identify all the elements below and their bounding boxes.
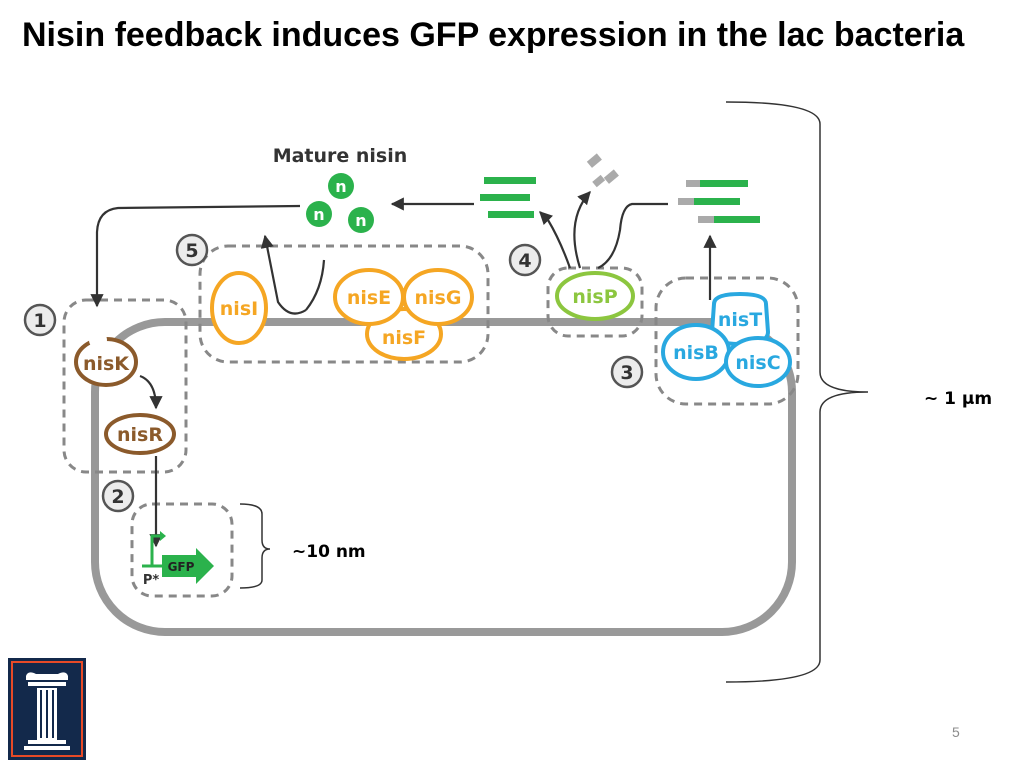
promoter-label: P* xyxy=(143,573,160,588)
group-box-nisK-nisR xyxy=(62,298,188,474)
scale-label-large: ~ 1 µm xyxy=(924,389,992,409)
arrow-nisK-to-nisR xyxy=(139,374,163,410)
step-3-badge: 3 xyxy=(610,355,644,389)
svg-text:nisI: nisI xyxy=(220,298,258,320)
svg-text:nisG: nisG xyxy=(415,287,462,309)
protein-nisP: nisP xyxy=(555,271,635,321)
svg-text:nisC: nisC xyxy=(735,352,780,374)
gfp-reporter: GFP P* xyxy=(142,531,214,588)
line-loop-right xyxy=(305,259,326,311)
svg-text:nisR: nisR xyxy=(117,424,163,446)
arrow-nisP-to-bars xyxy=(539,211,572,269)
svg-text:n: n xyxy=(335,177,346,196)
prenisin-bars xyxy=(678,180,760,223)
group-box-gfp xyxy=(130,502,234,598)
protein-nisE: nisE xyxy=(333,268,405,326)
leader-peptide-fragments xyxy=(586,153,619,188)
university-column-logo xyxy=(8,658,86,760)
gfp-label: GFP xyxy=(168,560,195,574)
svg-text:nisT: nisT xyxy=(718,309,762,331)
group-box-nisP xyxy=(546,266,644,338)
protein-nisG: nisG xyxy=(402,268,474,326)
protein-nisR: nisR xyxy=(104,413,176,455)
bracket-small xyxy=(239,503,271,589)
step-5-badge: 5 xyxy=(175,233,209,267)
protein-nisB: nisB xyxy=(661,323,731,381)
arrow-nisP-to-leader xyxy=(573,191,591,269)
step-2-number: 2 xyxy=(111,486,124,508)
step-4-number: 4 xyxy=(518,250,531,272)
svg-text:n: n xyxy=(355,211,366,230)
nisin-molecule: n xyxy=(328,173,354,199)
protein-nisK: nisK xyxy=(74,331,138,387)
arrow-nisEFG-loop xyxy=(260,234,307,315)
bracket-large xyxy=(725,101,869,683)
page-number: 5 xyxy=(952,724,960,740)
step-4-badge: 4 xyxy=(508,243,542,277)
arrow-nisin-to-nisK xyxy=(90,204,301,308)
nisin-molecule: n xyxy=(348,207,374,233)
group-box-nisTBC xyxy=(654,276,800,406)
gfp-gene-arrow xyxy=(162,548,214,584)
svg-text:nisP: nisP xyxy=(572,286,617,308)
svg-text:nisF: nisF xyxy=(382,327,426,349)
scale-label-small: ~10 nm xyxy=(292,542,366,562)
svg-text:nisK: nisK xyxy=(83,353,130,375)
step-2-badge: 2 xyxy=(101,479,135,513)
protein-nisI: nisI xyxy=(210,271,268,345)
step-5-number: 5 xyxy=(185,240,198,262)
nisin-molecule: n xyxy=(306,201,332,227)
step-1-badge: 1 xyxy=(23,303,57,337)
line-prenisin-to-nisP xyxy=(597,202,668,269)
svg-text:nisB: nisB xyxy=(673,342,719,364)
svg-text:n: n xyxy=(313,205,324,224)
cleaved-peptide-bars xyxy=(480,177,536,218)
protein-nisC: nisC xyxy=(724,336,792,388)
slide-title: Nisin feedback induces GFP expression in… xyxy=(22,16,965,54)
step-3-number: 3 xyxy=(620,362,633,384)
group-box-nisI-nisEFG xyxy=(198,244,490,364)
svg-text:nisE: nisE xyxy=(347,287,391,309)
mature-nisin-label: Mature nisin xyxy=(273,145,408,167)
step-1-number: 1 xyxy=(33,310,46,332)
